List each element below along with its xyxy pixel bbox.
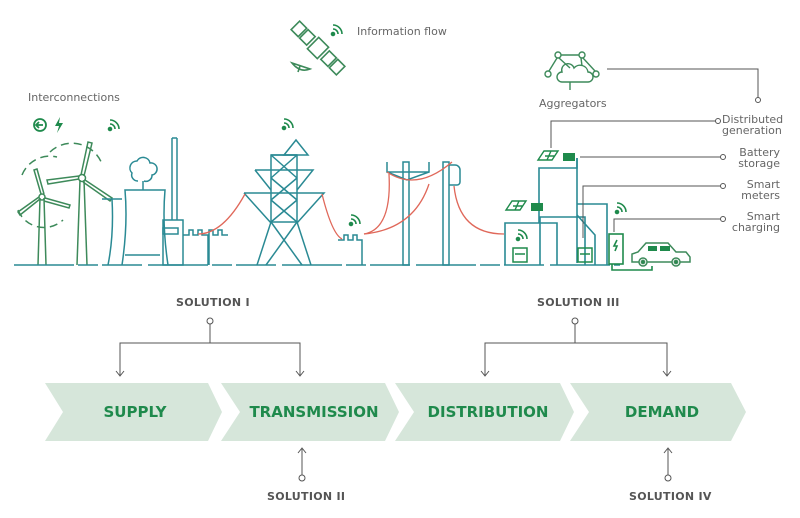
stage-chevron-supply <box>45 383 222 441</box>
wind-turbine-icon <box>16 141 114 266</box>
interconnection-icon <box>33 118 47 132</box>
label-line: generation <box>722 124 782 137</box>
label-line: meters <box>741 189 780 202</box>
transmission-tower-icon <box>243 138 326 266</box>
information-flow-label: Information flow <box>357 25 447 38</box>
label-line: Distributed <box>722 113 784 126</box>
power-plant-icon <box>102 137 184 266</box>
wifi-icon <box>515 202 627 242</box>
smart-meter-icon <box>512 247 593 263</box>
lightning-icon <box>55 117 63 133</box>
wifi-icon <box>330 24 343 37</box>
wifi-icon <box>348 214 361 227</box>
distributed-generation-label: Distributed generation <box>722 113 784 137</box>
solution-4-label: SOLUTION IV <box>629 490 712 503</box>
solution-1-label: SOLUTION I <box>176 296 250 309</box>
stage-demand-label: DEMAND <box>624 403 700 421</box>
substation-icon <box>183 229 363 265</box>
smart-charging-label: Smart charging <box>722 211 780 233</box>
battery-icon <box>531 153 575 211</box>
house-building-icon <box>504 158 608 265</box>
stage-chevron-demand <box>570 383 746 441</box>
stage-distribution-label: DISTRIBUTION <box>427 403 549 421</box>
stage-chevron-transmission <box>221 383 399 441</box>
satellite-icon <box>289 19 347 77</box>
stage-supply-label: SUPPLY <box>103 403 167 421</box>
label-line: storage <box>738 157 780 170</box>
connector-lines <box>550 120 721 238</box>
label-line: Battery <box>739 146 780 159</box>
solution-connectors <box>115 324 673 476</box>
solution-2-label: SOLUTION II <box>267 490 346 503</box>
label-line: Smart <box>746 178 780 191</box>
stage-transmission-label: TRANSMISSION <box>249 403 379 421</box>
label-line: charging <box>731 221 780 234</box>
aggregators-label: Aggregators <box>539 97 607 110</box>
wifi-icon <box>107 119 120 132</box>
smart-meters-label: Smart meters <box>730 179 780 201</box>
solution-3-label: SOLUTION III <box>537 296 620 309</box>
wifi-icon <box>281 118 294 131</box>
stage-chevron-distribution <box>395 383 574 441</box>
charger-icon <box>608 233 653 271</box>
solar-panel-icon <box>504 150 560 211</box>
power-line <box>197 161 505 240</box>
car-icon <box>631 242 691 267</box>
aggregators-icon <box>544 51 600 90</box>
battery-storage-label: Battery storage <box>730 147 780 169</box>
interconnections-label: Interconnections <box>28 91 120 104</box>
label-line: Smart <box>746 210 780 223</box>
